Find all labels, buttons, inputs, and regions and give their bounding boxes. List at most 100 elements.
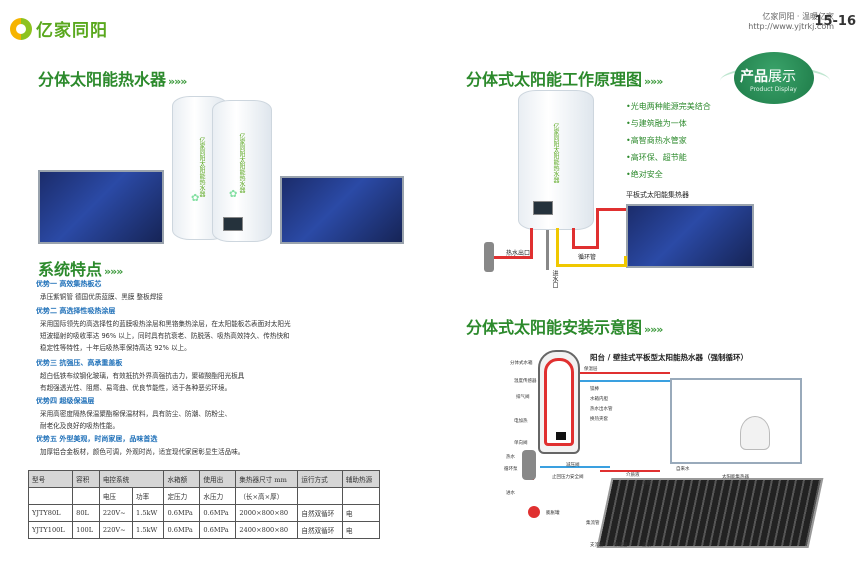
bullet-item: •与建筑融为一体 (626, 119, 687, 128)
table-cell: 电 (341, 504, 381, 522)
install-label-vent: 排气阀 (516, 395, 530, 400)
page-numbers: 15-16 (814, 14, 856, 29)
install-label-tap: 自来水 (676, 467, 690, 472)
advantage-3-text: 超白低铁布纹钢化玻璃，有效抵抗外界高强抗击力，聚碳酸酯阳光板具 有超强透光性、阻… (40, 372, 245, 392)
hot-out-pipe (530, 228, 533, 258)
table-cell: 电 (341, 521, 381, 539)
table-cell: 2000×800×80 (235, 504, 299, 522)
hot-out-label: 热水出口 (506, 250, 531, 257)
solar-collector-panel-left (38, 170, 164, 244)
table-cell: 功率 (132, 487, 165, 505)
install-label-branch: 支流管 (590, 543, 604, 548)
install-label-temp: 温感 (642, 481, 651, 486)
brand-logo: 亿家同阳 (10, 16, 108, 41)
features-title: 系统特点»»» (38, 260, 123, 279)
install-label-tank: 分体式水箱 (510, 361, 533, 366)
bullet-item: •高环保、超节能 (626, 153, 687, 162)
advantage-4-text: 采用高密度隔热保温聚酯棉保温材料，具有防尘、防潮、防粉尘、 耐老化及良好的吸热性… (40, 410, 232, 430)
install-water-pipe (540, 466, 610, 468)
tank-flower-icon-2: ✿ (229, 189, 238, 200)
badge-title: 产品展示 (740, 69, 796, 85)
table-cell: 220V~ (98, 521, 134, 539)
install-label-hot: 热水 (506, 455, 515, 460)
table-cell: （长×高×厚） (235, 487, 299, 505)
install-title: 分体式太阳能安装示意图»»» (466, 318, 663, 337)
product-display-badge: 产品展示 Product Display (720, 50, 830, 106)
table-cell: 1.5kW (132, 504, 165, 522)
table-row: YJTY80L 80L 220V~ 1.5kW 0.6MPa 0.6MPa 20… (27, 504, 381, 522)
advantage-2-text: 采用国际领先的高选择性的蓝膜吸热涂层和黑铬集热涂层，在太阳能板芯表面对太阳光 短… (40, 320, 291, 352)
tank-control-panel (223, 217, 243, 231)
advantage-1-head: 优势一 高效集热板芯 (36, 280, 102, 288)
collector-label: 平板式太阳能集热器 (626, 191, 689, 199)
principle-tank-label: 亿家同阳太阳能热水器 (552, 123, 559, 183)
install-tank-outdoor (740, 416, 770, 450)
header-slogan: 亿家同阳 · 温暖亿家 (762, 12, 834, 21)
bullet-item: •高智商热水管家 (626, 136, 687, 145)
water-tank-front: 亿家同阳太阳能热水器 ✿ (212, 100, 272, 242)
cold-pipe-vert (556, 228, 559, 266)
cold-in-label: 进水口 (551, 270, 558, 288)
table-cell: 电压 (98, 487, 134, 505)
hot-pipe-bottom (572, 246, 599, 249)
hot-pipe-vert (596, 208, 599, 248)
cold-pipe-collector (624, 256, 627, 267)
install-label-medium: 介质液 (626, 473, 640, 478)
principle-title: 分体式太阳能工作原理图»»» (466, 70, 663, 89)
install-label-heater: 电加热 (514, 419, 528, 424)
table-cell: 220V~ (98, 504, 134, 522)
advantage-3-head: 优势三 抗强压、高承重盖板 (36, 359, 123, 367)
cold-pipe-horiz (556, 264, 626, 267)
table-cell: 0.6MPa (163, 521, 201, 539)
badge-subtitle: Product Display (750, 86, 797, 93)
table-cell: 自然双循环 (297, 521, 343, 539)
table-header-cell: 型号 (27, 470, 74, 488)
tank-flower-icon: ✿ (191, 193, 200, 204)
logo-text: 亿家同阳 (36, 21, 108, 41)
table-cell (27, 487, 74, 505)
table-cell: 0.6MPa (199, 504, 237, 522)
table-header-cell: 水箱额 (163, 470, 201, 488)
feature-bullets: •光电两种能源完美结合 •与建筑融为一体 •高智商热水管家 •高环保、超节能 •… (626, 98, 711, 183)
tank-heater (556, 432, 566, 440)
table-cell (341, 487, 381, 505)
tank-brand-label-2: 亿家同阳太阳能热水器 (238, 133, 245, 193)
install-label-reducer: 减压阀 (566, 463, 580, 468)
table-cell: YJTY100L (27, 521, 74, 539)
left-title: 分体太阳能热水器»»» (38, 70, 187, 89)
table-cell: 80L (72, 504, 100, 522)
hot-pipe-tank (572, 228, 575, 248)
table-cell (297, 487, 343, 505)
spec-table: 型号 容积 电控系统 水箱额 使用出 集热器尺寸 mm 运行方式 辅助热源 电压… (27, 470, 381, 539)
advantage-5-text: 加厚铝合金板材，颜色可调，外观时尚，适宜现代家居彰显生活品味。 (40, 448, 245, 456)
logo-mark-icon (10, 17, 32, 40)
install-hot-pipe (580, 372, 670, 374)
bullet-item: •绝对安全 (626, 170, 663, 179)
table-cell: YJTY80L (27, 504, 74, 522)
faucet-icon (484, 242, 494, 272)
cold-in-pipe (546, 230, 549, 270)
install-cold-pipe (580, 380, 670, 382)
expansion-tank-icon (528, 506, 540, 518)
install-label-hotpipe: 热水出水管 (590, 407, 613, 412)
install-label-anode: 镁棒 (590, 387, 599, 392)
tank-jacket (544, 358, 574, 446)
header-slogan-block: 亿家同阳 · 温暖亿家 http://www.yjtrkj.com (748, 12, 834, 32)
table-header-cell: 使用出 (199, 470, 237, 488)
table-header-cell: 容积 (72, 470, 100, 488)
table-cell: 定压力 (163, 487, 201, 505)
table-cell: 自然双循环 (297, 504, 343, 522)
table-row: YJTY100L 100L 220V~ 1.5kW 0.6MPa 0.6MPa … (27, 521, 381, 539)
advantage-4-head: 优势四 超级保温层 (36, 397, 95, 405)
table-header-cell: 集热器尺寸 mm (235, 470, 299, 488)
install-label-expansion: 膨胀罐 (546, 511, 560, 516)
pump-icon (522, 450, 536, 480)
principle-tank-panel (533, 201, 553, 215)
badge-circle (734, 52, 814, 104)
hot-out-horiz (492, 256, 533, 259)
table-cell: 0.6MPa (199, 521, 237, 539)
tank-brand-label: 亿家同阳太阳能热水器 (198, 137, 205, 197)
table-cell: 1.5kW (132, 521, 165, 539)
install-collector (596, 478, 824, 548)
table-header-cell: 运行方式 (297, 470, 343, 488)
